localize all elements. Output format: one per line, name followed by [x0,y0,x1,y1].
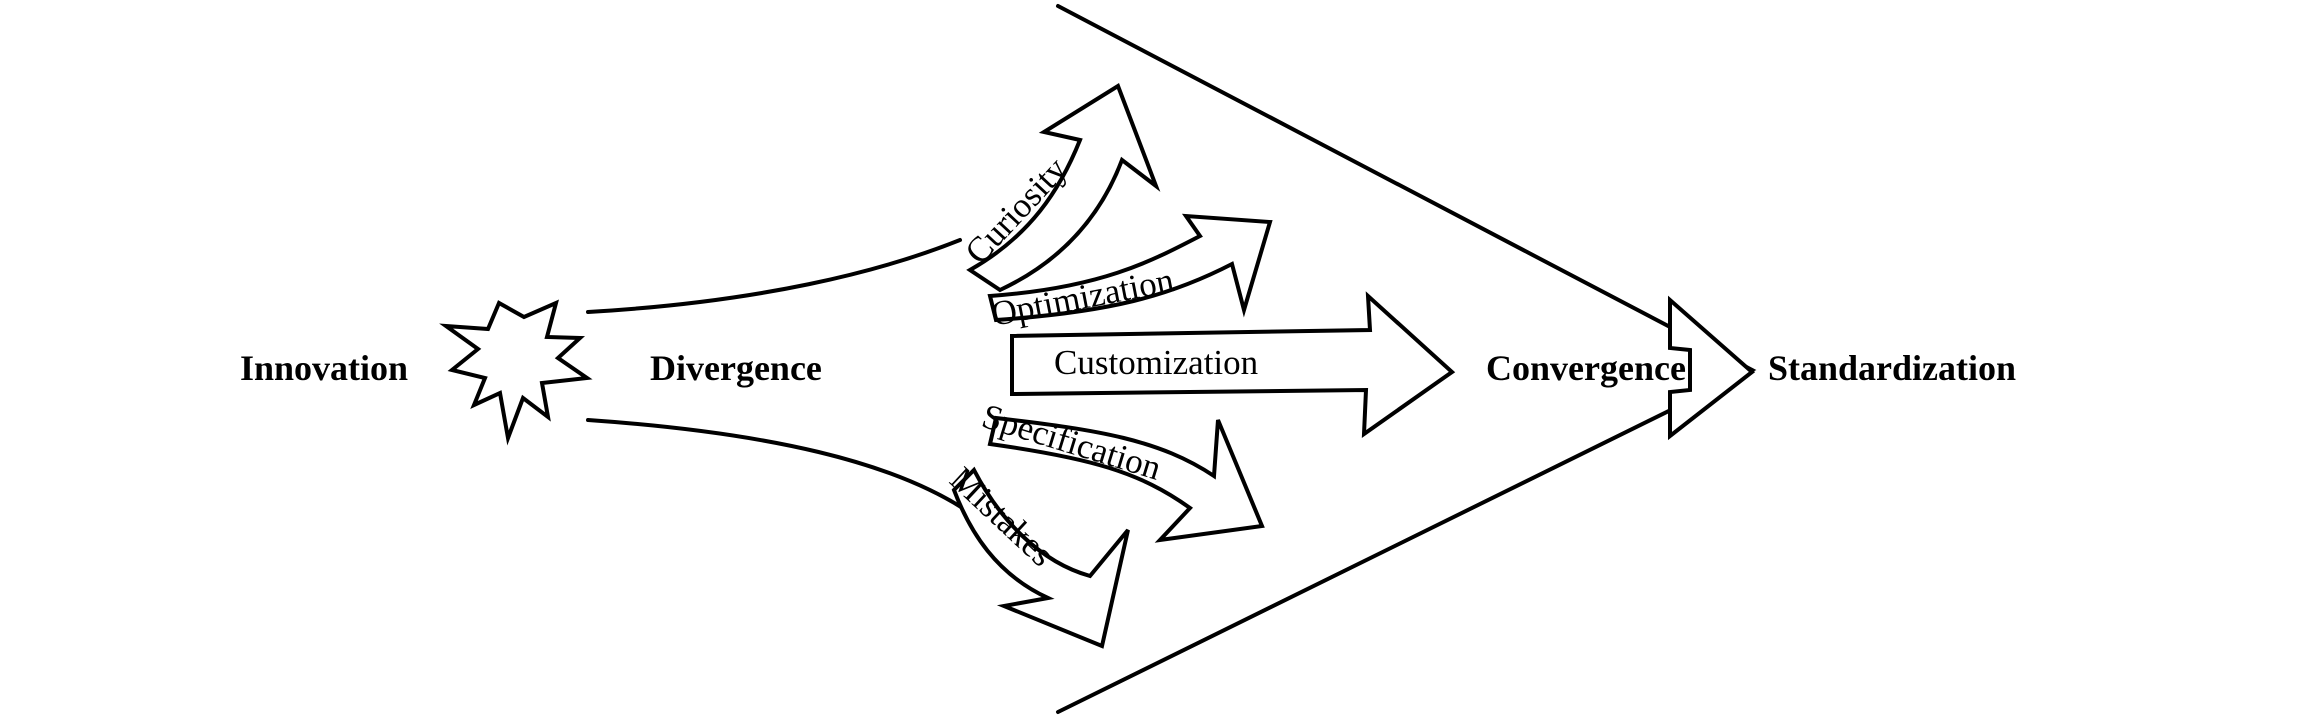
innovation-burst-icon [439,299,593,446]
convergence-label: Convergence [1486,348,1686,388]
standardization-label: Standardization [1768,348,2016,388]
optimization-arrow [987,213,1273,323]
lower-divergence-curve [586,418,982,522]
convergence-arrow [1668,295,1756,441]
customization-arrow [1010,291,1456,438]
specification-label: Specification [978,396,1166,487]
curiosity-arrow [966,83,1161,293]
mistakes-arrow [951,466,1130,649]
divergence-label: Divergence [650,348,822,388]
upper-divergence-curve [586,238,962,314]
specification-arrow [987,415,1265,543]
innovation-label: Innovation [240,348,408,388]
customization-label: Customization [1054,343,1258,382]
